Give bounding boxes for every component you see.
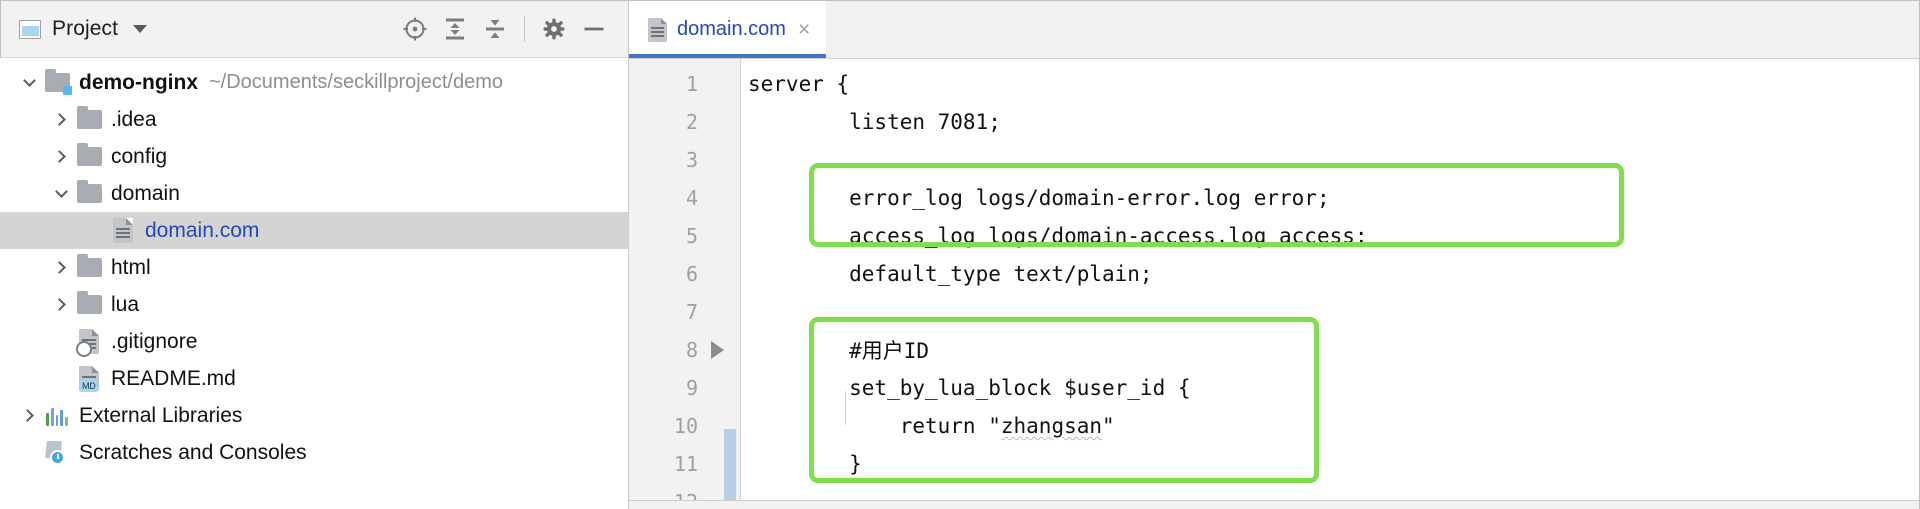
project-panel-toolbar — [395, 9, 614, 49]
line-number: 11 — [673, 452, 698, 476]
folder-icon — [74, 254, 104, 281]
tree-item-label: domain.com — [145, 218, 260, 242]
tree-item-label: demo-nginx — [79, 70, 198, 94]
line-number-column: 123456789101112 — [629, 65, 740, 509]
tree-item-demo-nginx[interactable]: demo-nginx ~/Documents/seckillproject/dem… — [0, 64, 628, 101]
folder-icon — [74, 143, 104, 170]
indent-guide — [845, 391, 846, 425]
chevron-right-icon[interactable] — [48, 150, 74, 163]
gitignore-file-icon — [74, 329, 104, 357]
editor-gutter[interactable]: 123456789101112 — [629, 59, 741, 509]
line-number: 4 — [685, 186, 698, 210]
code-line[interactable]: default_type text/plain; — [748, 262, 1153, 286]
chevron-down-icon[interactable] — [133, 25, 148, 33]
editor-tab-label: domain.com — [677, 18, 786, 40]
tree-item-lua[interactable]: lua — [0, 286, 628, 323]
close-icon[interactable]: × — [797, 18, 811, 41]
line-number: 7 — [685, 300, 698, 324]
tree-item-label: Scratches and Consoles — [79, 440, 307, 464]
code-line[interactable]: #用户ID — [748, 339, 930, 363]
tree-item-domain[interactable]: domain — [0, 175, 628, 212]
code-line[interactable]: } — [748, 452, 862, 476]
project-window-icon — [19, 19, 41, 39]
code-line[interactable]: server { — [748, 72, 850, 96]
code-text: " — [1102, 414, 1115, 438]
chevron-down-icon[interactable] — [16, 74, 42, 87]
line-number: 5 — [685, 224, 698, 248]
tree-item-label: External Libraries — [79, 403, 243, 427]
tree-item-label: config — [111, 144, 168, 168]
tree-item-gitignore[interactable]: .gitignore — [0, 323, 628, 360]
settings-gear-icon[interactable] — [534, 9, 574, 49]
chevron-right-icon[interactable] — [48, 261, 74, 274]
tree-item-readme-md[interactable]: MD README.md — [0, 360, 628, 397]
tree-item-external-libraries[interactable]: External Libraries — [0, 397, 628, 434]
tree-item-label: domain — [111, 181, 180, 205]
tree-item-scratches-and-consoles[interactable]: Scratches and Consoles — [0, 434, 628, 471]
editor-tab-domain-com[interactable]: domain.com × — [629, 1, 827, 58]
project-panel-header: Project — [0, 0, 628, 58]
project-title-group[interactable]: Project — [19, 17, 148, 41]
code-line[interactable]: return "zhangsan" — [741, 407, 1919, 445]
code-editor-content[interactable]: server { listen 7081; error_log logs/dom… — [741, 59, 1919, 509]
code-text: return " — [748, 414, 1001, 438]
external-libraries-icon — [42, 403, 72, 429]
line-number: 10 — [673, 414, 698, 438]
folder-icon — [74, 106, 104, 133]
chevron-down-icon[interactable] — [48, 185, 74, 198]
tree-item-domain-com[interactable]: domain.com — [0, 212, 628, 249]
editor-area: domain.com × 123456789101112 server { li… — [629, 0, 1920, 509]
expand-all-icon[interactable] — [435, 9, 475, 49]
line-number: 8 — [685, 338, 698, 362]
code-line[interactable] — [741, 141, 1919, 179]
code-line[interactable]: set_by_lua_block $user_id { — [748, 376, 1191, 400]
tree-item-label: README.md — [111, 366, 236, 390]
toolbar-separator — [524, 16, 525, 42]
locate-in-tree-icon[interactable] — [395, 9, 435, 49]
file-icon — [648, 17, 667, 42]
line-number: 6 — [685, 262, 698, 286]
code-line[interactable]: access_log logs/domain-access.log access… — [748, 224, 1368, 248]
tree-item-config[interactable]: config — [0, 138, 628, 175]
editor-bottom-strip — [629, 500, 1919, 509]
line-number: 1 — [685, 72, 698, 96]
folder-icon — [74, 291, 104, 318]
file-icon — [108, 218, 138, 244]
collapse-all-icon[interactable] — [475, 9, 515, 49]
tree-item-label: lua — [111, 292, 140, 316]
tree-item-label: .idea — [111, 107, 157, 131]
markdown-file-icon: MD — [74, 366, 104, 392]
project-panel-title: Project — [52, 17, 119, 40]
line-number: 2 — [685, 110, 698, 134]
code-line[interactable] — [741, 293, 1919, 331]
tree-item-html[interactable]: html — [0, 249, 628, 286]
line-number: 3 — [685, 148, 698, 172]
line-number: 9 — [685, 376, 698, 400]
code-line[interactable]: listen 7081; — [748, 110, 1001, 134]
chevron-right-icon[interactable] — [16, 409, 42, 422]
folder-icon — [74, 180, 104, 207]
chevron-right-icon[interactable] — [48, 298, 74, 311]
module-folder-icon — [42, 69, 72, 96]
editor-body: 123456789101112 server { listen 7081; er… — [629, 59, 1919, 509]
project-tool-window: Project — [0, 0, 629, 509]
tree-item-label: .gitignore — [111, 329, 198, 353]
code-fold-arrow-icon[interactable] — [711, 341, 724, 359]
chevron-right-icon[interactable] — [48, 113, 74, 126]
scratches-icon — [42, 440, 72, 466]
misspelled-word: zhangsan — [1000, 414, 1103, 438]
project-file-tree[interactable]: demo-nginx ~/Documents/seckillproject/dem… — [0, 58, 628, 509]
tree-item-label: html — [111, 255, 151, 279]
tree-item-path: ~/Documents/seckillproject/demo — [209, 71, 504, 93]
tree-item-idea[interactable]: .idea — [0, 101, 628, 138]
code-line[interactable]: error_log logs/domain-error.log error; — [748, 186, 1330, 210]
hide-minus-icon[interactable] — [574, 9, 614, 49]
editor-tab-bar: domain.com × — [629, 1, 1919, 59]
vcs-modified-marker[interactable] — [724, 429, 736, 509]
